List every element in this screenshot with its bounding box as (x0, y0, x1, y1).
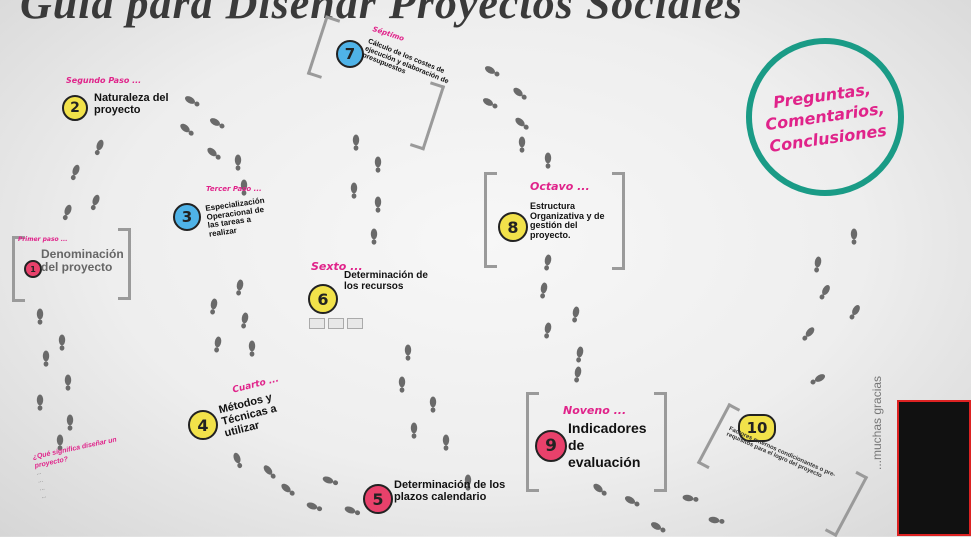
footprint-icon (214, 336, 222, 353)
footprint-icon (429, 396, 437, 413)
footprint-icon (572, 306, 580, 323)
footprint-icon (70, 164, 80, 181)
footprint-icon (410, 422, 418, 439)
footprint-icon (180, 123, 194, 136)
step-6-kicker: Sexto ... (311, 260, 363, 273)
footprint-icon (236, 279, 244, 296)
step-1-kicker: Primer paso ... (18, 236, 68, 243)
bracket-right-step-8 (612, 172, 625, 270)
footprint-icon (241, 312, 249, 329)
footprint-icon (210, 298, 218, 315)
step-9-kicker: Noveno ... (563, 404, 627, 417)
footprint-icon (209, 118, 225, 129)
step-2-badge: 2 (62, 95, 88, 121)
step-2-label: Naturaleza del proyecto (94, 92, 169, 116)
step-1-badge: 1 (24, 260, 42, 278)
footprint-icon (322, 476, 339, 486)
footprint-icon (404, 344, 412, 361)
footprint-icon (593, 483, 607, 496)
step-6-label: Determinación de los recursos (344, 270, 428, 292)
footprint-icon (240, 179, 248, 196)
footprint-icon (464, 474, 472, 491)
step-5-badge: 5 (363, 484, 393, 514)
footprint-icon (263, 465, 276, 479)
footprint-icon (515, 117, 529, 130)
footprint-icon (574, 366, 582, 383)
step-3-kicker: Tercer Paso ... (206, 185, 262, 193)
bracket-right-step-1 (118, 228, 131, 300)
footprint-icon (36, 308, 44, 325)
footprint-icon (850, 228, 858, 245)
footprint-icon (344, 506, 361, 516)
footprint-icon (374, 196, 382, 213)
footprint-icon (306, 502, 323, 512)
footprint-icon (682, 494, 699, 502)
step-8-kicker: Octavo ... (530, 180, 590, 193)
footprint-icon (350, 182, 358, 199)
step-10-badge: 10 (738, 414, 776, 442)
thanks-text: ...muchas gracias (870, 375, 884, 470)
footprint-icon (248, 340, 256, 357)
footprint-icon (58, 334, 66, 351)
footprint-icon (90, 194, 100, 211)
footprint-icon (184, 96, 200, 107)
footprint-icon (442, 434, 450, 451)
footprint-icon (544, 254, 552, 271)
footprint-icon (398, 376, 406, 393)
step-9-badge: 9 (535, 430, 567, 462)
step-5-label: Determinación de los plazos calendario (394, 479, 506, 503)
bracket-left-step-8 (484, 172, 497, 268)
footprint-icon (802, 327, 815, 341)
footprint-icon (207, 147, 221, 160)
footprint-icon (708, 516, 725, 524)
footprint-icon (810, 374, 826, 385)
bracket-right-step-9 (654, 392, 667, 492)
footprint-icon (94, 139, 104, 156)
footprint-icon (56, 434, 64, 451)
footprint-icon (370, 228, 378, 245)
bracket-left-step-9 (526, 392, 539, 492)
footprint-icon (484, 66, 500, 77)
footprint-icon (650, 522, 666, 533)
footprint-icon (374, 156, 382, 173)
footprint-icon (513, 87, 527, 100)
poster-image (897, 400, 971, 536)
footprint-icon (482, 98, 498, 109)
footprint-icon (814, 256, 822, 273)
step-3-badge: 3 (173, 203, 201, 231)
step-9-label: Indicadores de evaluación (568, 420, 647, 471)
step-8-badge: 8 (498, 212, 528, 242)
footprint-icon (544, 152, 552, 169)
footprint-icon (540, 282, 548, 299)
presentation-title: Guía para Diseñar Proyectos Sociales (20, 0, 743, 28)
footprint-icon (518, 136, 526, 153)
step-2-kicker: Segundo Paso ... (66, 76, 142, 85)
step-1-label: Denominación del proyecto (41, 247, 124, 274)
step-6-thumbnails (309, 318, 363, 329)
step-6-badge: 6 (308, 284, 338, 314)
footprint-icon (233, 452, 243, 469)
footprint-icon (42, 350, 50, 367)
footprint-icon (66, 414, 74, 431)
footprint-icon (544, 322, 552, 339)
footprint-icon (576, 346, 584, 363)
footprint-icon (352, 134, 360, 151)
footprint-icon (819, 284, 830, 300)
step-4-badge: 4 (188, 410, 218, 440)
step-8-label: Estructura Organizativa y de gestión del… (530, 201, 605, 241)
footprint-icon (624, 496, 640, 507)
footprint-icon (62, 204, 72, 221)
bracket-left-step-1 (12, 236, 25, 302)
footprint-icon (234, 154, 242, 171)
footprint-icon (281, 483, 295, 496)
footprint-icon (36, 394, 44, 411)
step-7-badge: 7 (336, 40, 364, 68)
footprint-icon (64, 374, 72, 391)
footprint-icon (849, 304, 860, 320)
